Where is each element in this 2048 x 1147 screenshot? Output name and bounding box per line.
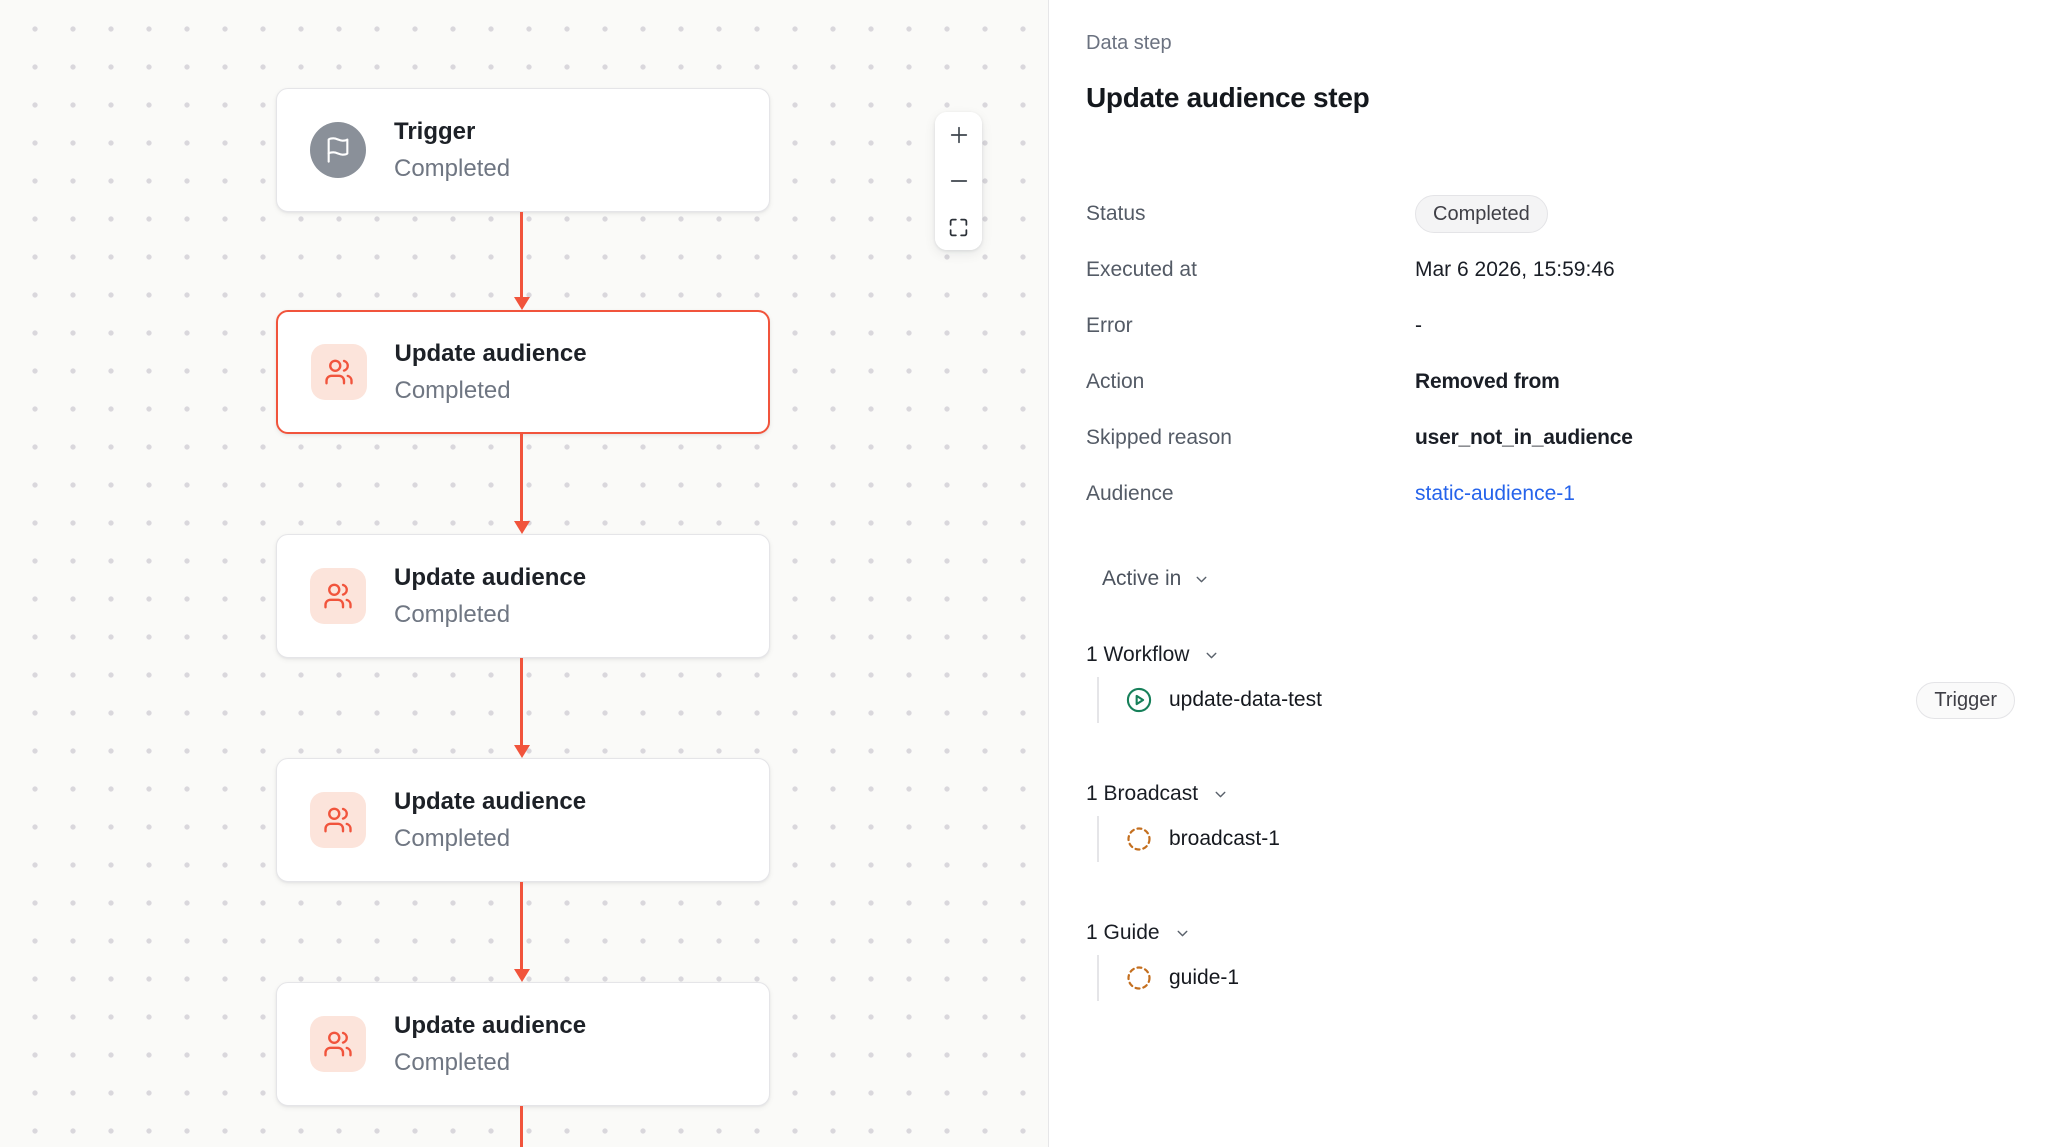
node-title: Update audience	[394, 1011, 587, 1039]
group-header-workflow[interactable]: 1 Workflow	[1086, 641, 2015, 669]
minus-icon	[950, 180, 967, 182]
node-status: Completed	[394, 1048, 511, 1076]
field-value: Removed from	[1415, 370, 1560, 393]
group-header-label: 1 Workflow	[1086, 643, 1190, 666]
flow-edge	[513, 882, 530, 982]
list-item-broadcast[interactable]: broadcast-1	[1097, 816, 2015, 862]
flow-edge	[513, 212, 530, 310]
active-in-toggle[interactable]: Active in	[1086, 565, 2015, 593]
status-badge: Completed	[1415, 195, 1548, 233]
field-row-status: Status Completed	[1086, 195, 2015, 233]
canvas-zoom-toolbar	[935, 112, 982, 250]
field-row-action: Action Removed from	[1086, 363, 2015, 401]
users-icon	[310, 344, 367, 400]
field-value: Mar 6 2026, 15:59:46	[1415, 258, 1615, 281]
flow-canvas[interactable]: Trigger Completed Update audience Comple…	[0, 0, 1048, 1147]
flow-node-update-audience-3[interactable]: Update audience Completed	[276, 758, 770, 882]
chevron-down-icon	[1177, 930, 1188, 936]
flag-icon	[310, 122, 366, 178]
field-label: Status	[1086, 202, 1146, 225]
node-title: Update audience	[394, 563, 587, 591]
trigger-badge: Trigger	[1916, 681, 2015, 719]
users-icon	[310, 792, 366, 848]
field-row-audience: Audience static-audience-1	[1086, 475, 2015, 513]
field-value: user_not_in_audience	[1415, 426, 1633, 449]
active-in-section: Active in 1 Workflow update-data-test Tr…	[1086, 565, 2015, 1001]
users-icon	[310, 568, 366, 624]
field-row-executed-at: Executed at Mar 6 2026, 15:59:46	[1086, 251, 2015, 289]
chevron-down-icon	[1215, 791, 1226, 797]
active-in-label: Active in	[1102, 567, 1182, 590]
flow-edge	[513, 658, 530, 758]
page-title: Update audience step	[1086, 82, 1370, 113]
flow-edge	[513, 434, 530, 534]
item-label: update-data-test	[1169, 688, 1322, 711]
dashed-circle-icon	[1127, 827, 1151, 851]
field-row-skipped-reason: Skipped reason user_not_in_audience	[1086, 419, 2015, 457]
field-label: Skipped reason	[1086, 426, 1232, 449]
flow-node-update-audience-2[interactable]: Update audience Completed	[276, 534, 770, 658]
field-label: Action	[1086, 370, 1145, 393]
field-label: Audience	[1086, 482, 1174, 505]
item-label: broadcast-1	[1169, 827, 1280, 850]
canvas-panel-divider	[1048, 0, 1049, 1147]
field-value: -	[1415, 314, 1422, 337]
field-row-error: Error -	[1086, 307, 2015, 345]
flow-edge	[513, 1106, 530, 1147]
node-status: Completed	[394, 600, 511, 628]
audience-link[interactable]: static-audience-1	[1415, 482, 1575, 505]
field-label: Error	[1086, 314, 1133, 337]
node-title: Update audience	[394, 339, 587, 367]
node-status: Completed	[394, 376, 511, 404]
group-header-label: 1 Guide	[1086, 921, 1160, 944]
list-item-guide[interactable]: guide-1	[1097, 955, 2015, 1001]
fullscreen-icon	[949, 218, 968, 236]
node-status: Completed	[394, 824, 511, 852]
group-header-guide[interactable]: 1 Guide	[1086, 919, 2015, 947]
group-header-broadcast[interactable]: 1 Broadcast	[1086, 780, 2015, 808]
node-title: Update audience	[394, 787, 587, 815]
plus-icon	[950, 126, 967, 144]
panel-eyebrow: Data step	[1086, 32, 1172, 54]
users-icon	[310, 1016, 366, 1072]
list-item-workflow[interactable]: update-data-test Trigger	[1097, 677, 2015, 723]
field-label: Executed at	[1086, 258, 1197, 281]
flow-node-update-audience-1[interactable]: Update audience Completed	[276, 310, 770, 434]
step-details-panel: Data step Update audience step Status Co…	[1049, 0, 2048, 1147]
node-status: Completed	[394, 154, 511, 182]
step-fields: Status Completed Executed at Mar 6 2026,…	[1086, 195, 2015, 513]
zoom-out-button[interactable]	[935, 158, 982, 204]
group-header-label: 1 Broadcast	[1086, 782, 1199, 805]
node-title: Trigger	[394, 117, 476, 145]
chevron-down-icon	[1196, 576, 1207, 582]
flow-node-update-audience-4[interactable]: Update audience Completed	[276, 982, 770, 1106]
zoom-in-button[interactable]	[935, 112, 982, 158]
flow-node-trigger[interactable]: Trigger Completed	[276, 88, 770, 212]
dashed-circle-icon	[1127, 966, 1151, 990]
chevron-down-icon	[1207, 652, 1217, 658]
item-label: guide-1	[1169, 966, 1240, 989]
play-circle-icon	[1126, 687, 1152, 713]
fit-view-button[interactable]	[935, 204, 982, 250]
